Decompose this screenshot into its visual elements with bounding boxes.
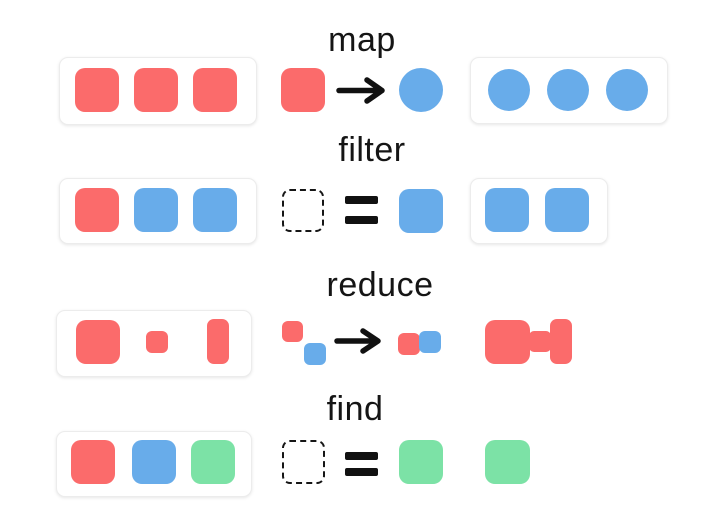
find-input-blue-square bbox=[132, 440, 176, 484]
map-input-red-square-1 bbox=[75, 68, 119, 112]
find-predicate-placeholder-square bbox=[282, 440, 325, 484]
reduce-input-red-square-large bbox=[76, 320, 120, 364]
map-arrow-right-icon bbox=[336, 77, 385, 104]
find-title: find bbox=[326, 390, 384, 428]
filter-input-blue-square-1 bbox=[134, 188, 178, 232]
filter-output-blue-square-1 bbox=[485, 188, 529, 232]
find-equals-icon-top bbox=[345, 452, 378, 460]
find-equals-icon-bottom bbox=[345, 468, 378, 476]
filter-predicate-placeholder-square bbox=[282, 189, 324, 232]
reduce-title: reduce bbox=[326, 266, 434, 304]
filter-predicate-match-blue-square bbox=[399, 189, 443, 233]
reduce-input-red-rect-tall bbox=[207, 319, 229, 364]
reduce-accumulator-red-square bbox=[282, 321, 303, 342]
map-output-blue-circle-1 bbox=[488, 69, 530, 111]
filter-equals-icon-top bbox=[345, 196, 378, 204]
map-input-red-square-2 bbox=[134, 68, 178, 112]
map-callback-output-blue-circle bbox=[399, 68, 443, 112]
find-predicate-match-green-square bbox=[399, 440, 443, 484]
reduce-result-tall-rect bbox=[550, 319, 572, 364]
reduce-joined-red-square bbox=[398, 333, 420, 355]
reduce-joined-blue-square bbox=[419, 331, 441, 353]
reduce-result-large-square bbox=[485, 320, 530, 364]
reduce-arrow-right-icon bbox=[334, 328, 381, 354]
map-title: map bbox=[328, 21, 396, 59]
find-input-red-square bbox=[71, 440, 115, 484]
map-output-blue-circle-3 bbox=[606, 69, 648, 111]
filter-input-blue-square-2 bbox=[193, 188, 237, 232]
filter-title: filter bbox=[338, 131, 406, 169]
map-callback-input-red-square bbox=[281, 68, 325, 112]
filter-equals-icon-bottom bbox=[345, 216, 378, 224]
reduce-current-blue-square bbox=[304, 343, 326, 365]
map-input-red-square-3 bbox=[193, 68, 237, 112]
find-result-green-square bbox=[485, 440, 530, 484]
map-output-blue-circle-2 bbox=[547, 69, 589, 111]
find-input-green-square bbox=[191, 440, 235, 484]
filter-input-red-square bbox=[75, 188, 119, 232]
reduce-input-red-square-small bbox=[146, 331, 168, 353]
filter-output-blue-square-2 bbox=[545, 188, 589, 232]
reduce-result-connector bbox=[529, 331, 551, 352]
